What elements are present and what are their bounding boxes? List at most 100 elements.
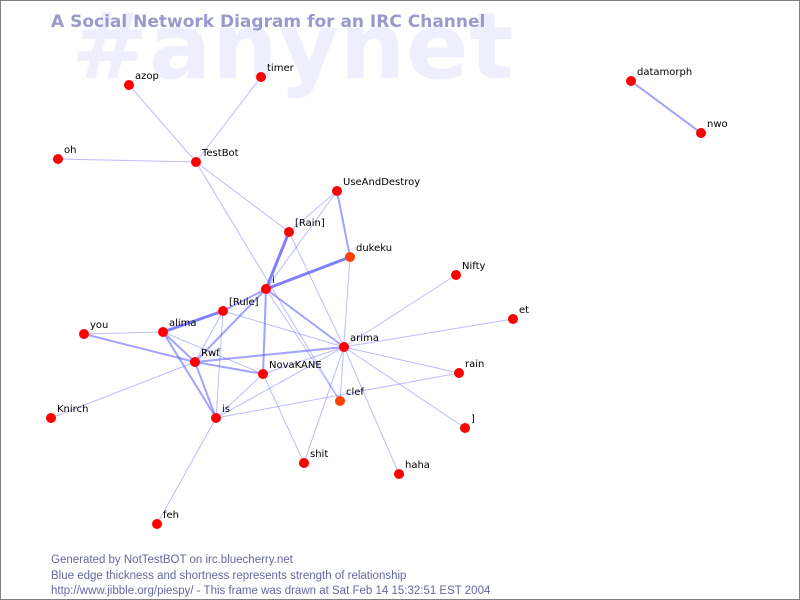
nodes-layer: azop timer oh TestBot datamorph nwoUseAndDest… (46, 63, 728, 529)
node-dot (345, 252, 355, 262)
node-dot (261, 284, 271, 294)
edge-arima-is (215, 346, 345, 419)
edge-novakane-is (215, 373, 264, 419)
node-label: you (90, 320, 108, 331)
edge-timer-testbot (195, 76, 262, 163)
edge-oh-testbot (57, 158, 197, 163)
edge-rwf-is (194, 361, 217, 419)
edge-rule-arima (222, 310, 345, 348)
channel-watermark: #anynet (71, 0, 515, 100)
node-label: haha (405, 460, 430, 471)
edge-you-rwf (83, 333, 196, 363)
edge-arima-bracket (343, 346, 466, 429)
node-label: TestBot (201, 148, 239, 159)
node-dot (158, 327, 168, 337)
node-label: i (272, 275, 275, 286)
edge-i-clef (265, 288, 341, 402)
node-dot (256, 72, 266, 82)
node-label: oh (64, 145, 76, 156)
node-dot (218, 306, 228, 316)
node-shit: shit (299, 449, 328, 468)
node-dot (211, 413, 221, 423)
node-label: alima (169, 318, 197, 329)
node-label: Nifty (462, 261, 486, 272)
node-label: arima (350, 333, 379, 344)
node-label: ] (471, 414, 475, 425)
node-is: is (211, 404, 230, 423)
node-dot (152, 519, 162, 529)
edge-arima-nifty (343, 274, 457, 348)
node-novakane: NovaKANE (258, 360, 322, 379)
edge-alima-is (162, 331, 217, 419)
edge-alima-novakane (162, 331, 264, 375)
node-alima: alima (158, 318, 197, 337)
node-dot (451, 270, 461, 280)
node-label: UseAndDestroy (343, 177, 420, 188)
node-label: [Rain] (295, 218, 325, 229)
edge-rain-arima (288, 231, 345, 348)
node-bracket: ] (460, 414, 475, 433)
edge-arima-rain (343, 346, 460, 374)
node-label: rain (465, 359, 484, 370)
node-nwo: nwo (696, 119, 728, 138)
edge-useanddestroy-rain (288, 190, 338, 233)
node-rain: rain (454, 359, 484, 378)
node-dot (191, 157, 201, 167)
node-dot (79, 329, 89, 339)
edge-novakane-shit (262, 373, 305, 464)
node-label: feh (163, 510, 179, 521)
node-knirch: Knirch (46, 404, 88, 423)
edge-testbot-rain (195, 161, 290, 233)
node-dot (335, 396, 345, 406)
node-dot (284, 227, 294, 237)
node-nifty: Nifty (451, 261, 486, 280)
node-label: azop (135, 71, 159, 82)
node-dot (454, 368, 464, 378)
node-rule: [Rule] (218, 297, 259, 316)
edge-rule-rwf (194, 310, 224, 363)
node-rain: [Rain] (284, 218, 325, 237)
node-testbot: TestBot (191, 148, 239, 167)
edge-i-arima (265, 288, 345, 348)
node-dot (626, 76, 636, 86)
edge-you-alima (83, 331, 164, 335)
node-label: nwo (707, 119, 728, 130)
node-label: shit (310, 449, 328, 460)
edge-datamorph-nwo (630, 80, 702, 134)
node-label: is (222, 404, 230, 415)
node-dot (299, 458, 309, 468)
node-haha: haha (394, 460, 430, 479)
node-dot (53, 154, 63, 164)
node-rwf: Rwf (190, 348, 220, 367)
edge-rwf-arima (194, 346, 345, 363)
node-dot (46, 413, 56, 423)
node-dukeku: dukeku (345, 243, 392, 262)
node-label: datamorph (637, 67, 692, 78)
node-i: i (261, 275, 275, 294)
node-dot (339, 342, 349, 352)
node-label: Knirch (57, 404, 88, 415)
edge-useanddestroy-i (265, 190, 338, 290)
edge-i-rule (222, 288, 267, 312)
edge-i-novakane (262, 288, 267, 375)
node-timer: timer (256, 63, 295, 82)
edge-rwf-novakane (194, 361, 264, 375)
node-label: NovaKANE (269, 360, 322, 371)
edge-is-rain (215, 372, 460, 419)
node-label: clef (346, 387, 364, 398)
node-dot (508, 314, 518, 324)
edge-rain-i (264, 231, 291, 290)
footer-url-timestamp: http://www.jibble.org/piespy/ - This fra… (51, 585, 491, 597)
diagram-title: A Social Network Diagram for an IRC Chan… (51, 12, 486, 32)
edge-dukeku-clef (339, 256, 351, 402)
edge-i-rwf (194, 288, 267, 363)
edges-layer (50, 76, 702, 525)
node-label: et (519, 305, 529, 316)
node-label: dukeku (356, 243, 392, 254)
edge-rwf-knirch (50, 361, 196, 419)
node-clef: clef (335, 387, 364, 406)
edge-dukeku-i (265, 255, 351, 291)
edge-azop-testbot (128, 84, 197, 163)
node-dot (190, 357, 200, 367)
